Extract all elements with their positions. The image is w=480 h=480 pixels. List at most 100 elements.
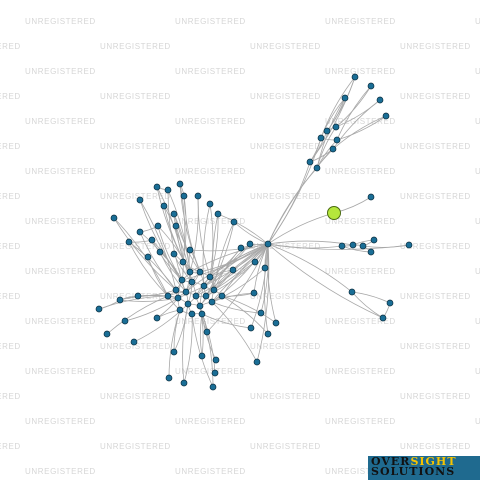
graph-node[interactable] <box>164 292 172 300</box>
graph-node[interactable] <box>180 379 188 387</box>
graph-node[interactable] <box>237 244 245 252</box>
graph-node[interactable] <box>250 289 258 297</box>
graph-node[interactable] <box>121 317 129 325</box>
graph-node[interactable] <box>348 288 356 296</box>
watermark-text: UNREGISTERED <box>100 392 171 401</box>
graph-node[interactable] <box>210 286 218 294</box>
graph-node[interactable] <box>134 292 142 300</box>
graph-node[interactable] <box>351 73 359 81</box>
watermark-text: UNREGISTERED <box>475 367 480 376</box>
graph-node[interactable] <box>202 292 210 300</box>
graph-node[interactable] <box>196 268 204 276</box>
graph-node[interactable] <box>200 282 208 290</box>
graph-node[interactable] <box>110 214 118 222</box>
graph-node[interactable] <box>218 292 226 300</box>
graph-node[interactable] <box>341 94 349 102</box>
watermark-text: UNREGISTERED <box>25 67 96 76</box>
graph-node[interactable] <box>212 356 220 364</box>
graph-node[interactable] <box>338 242 346 250</box>
graph-node[interactable] <box>247 324 255 332</box>
graph-node[interactable] <box>180 192 188 200</box>
graph-node[interactable] <box>160 202 168 210</box>
graph-node[interactable] <box>405 241 413 249</box>
graph-node[interactable] <box>188 278 196 286</box>
graph-node[interactable] <box>230 218 238 226</box>
graph-node[interactable] <box>103 330 111 338</box>
graph-node[interactable] <box>367 248 375 256</box>
graph-node[interactable] <box>144 253 152 261</box>
graph-node[interactable] <box>203 328 211 336</box>
graph-node[interactable] <box>170 210 178 218</box>
graph-node[interactable] <box>264 240 272 248</box>
graph-node[interactable] <box>172 286 180 294</box>
graph-node[interactable] <box>182 288 190 296</box>
graph-node[interactable] <box>367 82 375 90</box>
graph-node[interactable] <box>170 348 178 356</box>
graph-node[interactable] <box>206 273 214 281</box>
graph-node[interactable] <box>379 314 387 322</box>
highlighted-graph-node[interactable] <box>327 206 341 220</box>
graph-node[interactable] <box>192 292 200 300</box>
graph-node[interactable] <box>376 96 384 104</box>
graph-node[interactable] <box>198 352 206 360</box>
graph-node[interactable] <box>214 210 222 218</box>
graph-node[interactable] <box>333 136 341 144</box>
graph-node[interactable] <box>186 268 194 276</box>
graph-node[interactable] <box>136 228 144 236</box>
watermark-text: UNREGISTERED <box>250 192 321 201</box>
graph-node[interactable] <box>313 164 321 172</box>
graph-node[interactable] <box>165 374 173 382</box>
graph-node[interactable] <box>174 294 182 302</box>
graph-node[interactable] <box>386 299 394 307</box>
graph-node[interactable] <box>148 236 156 244</box>
graph-node[interactable] <box>367 193 375 201</box>
graph-node[interactable] <box>332 123 340 131</box>
graph-node[interactable] <box>257 309 265 317</box>
graph-node[interactable] <box>323 127 331 135</box>
graph-node[interactable] <box>196 302 204 310</box>
graph-node[interactable] <box>130 338 138 346</box>
graph-node[interactable] <box>179 258 187 266</box>
logo-sight: SIGHT <box>410 455 457 468</box>
graph-node[interactable] <box>206 200 214 208</box>
graph-node[interactable] <box>349 241 357 249</box>
graph-node[interactable] <box>125 238 133 246</box>
graph-node[interactable] <box>172 222 180 230</box>
graph-node[interactable] <box>329 145 337 153</box>
graph-node[interactable] <box>229 266 237 274</box>
graph-node[interactable] <box>198 310 206 318</box>
graph-node[interactable] <box>188 310 196 318</box>
graph-node[interactable] <box>170 250 178 258</box>
graph-node[interactable] <box>264 330 272 338</box>
graph-node[interactable] <box>184 300 192 308</box>
graph-node[interactable] <box>153 314 161 322</box>
graph-node[interactable] <box>176 180 184 188</box>
graph-node[interactable] <box>359 242 367 250</box>
watermark-text: UNREGISTERED <box>250 342 321 351</box>
graph-node[interactable] <box>156 248 164 256</box>
graph-edge <box>106 295 169 335</box>
graph-node[interactable] <box>209 383 217 391</box>
graph-node[interactable] <box>246 240 254 248</box>
graph-node[interactable] <box>186 246 194 254</box>
graph-node[interactable] <box>153 183 161 191</box>
graph-node[interactable] <box>154 222 162 230</box>
graph-node[interactable] <box>317 134 325 142</box>
graph-node[interactable] <box>194 192 202 200</box>
graph-node[interactable] <box>272 319 280 327</box>
graph-edge <box>137 294 179 299</box>
graph-node[interactable] <box>116 296 124 304</box>
graph-node[interactable] <box>136 196 144 204</box>
graph-node[interactable] <box>164 186 172 194</box>
graph-node[interactable] <box>211 369 219 377</box>
graph-node[interactable] <box>261 264 269 272</box>
graph-node[interactable] <box>178 276 186 284</box>
graph-node[interactable] <box>253 358 261 366</box>
graph-node[interactable] <box>208 298 216 306</box>
graph-node[interactable] <box>95 305 103 313</box>
graph-node[interactable] <box>306 158 314 166</box>
graph-node[interactable] <box>382 112 390 120</box>
graph-node[interactable] <box>370 236 378 244</box>
graph-node[interactable] <box>176 306 184 314</box>
graph-node[interactable] <box>251 258 259 266</box>
